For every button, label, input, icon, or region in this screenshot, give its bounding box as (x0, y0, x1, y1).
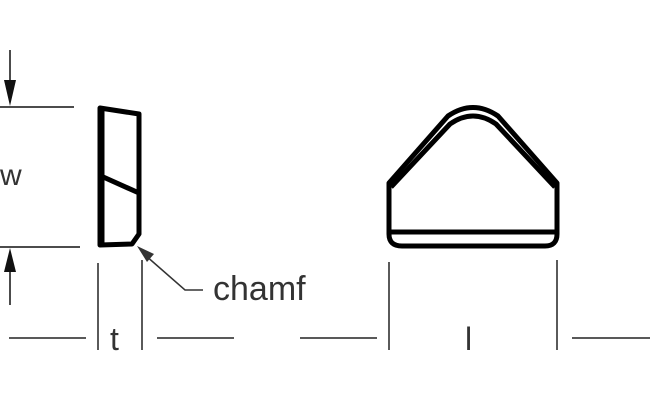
l-dimension: l (300, 260, 650, 357)
front-view (386, 105, 560, 249)
w-label: w (0, 159, 22, 192)
arrow-up-icon (4, 248, 16, 272)
t-label: t (110, 321, 119, 357)
chamfer-callout: chamf (137, 246, 306, 308)
w-dimension: w (0, 50, 80, 305)
chamfer-label: chamf (213, 270, 306, 308)
side-view (97, 105, 142, 248)
arrow-down-icon (4, 80, 16, 106)
t-dimension: t (9, 260, 234, 357)
leader-arrow-icon (137, 246, 154, 262)
l-label: l (465, 321, 472, 357)
